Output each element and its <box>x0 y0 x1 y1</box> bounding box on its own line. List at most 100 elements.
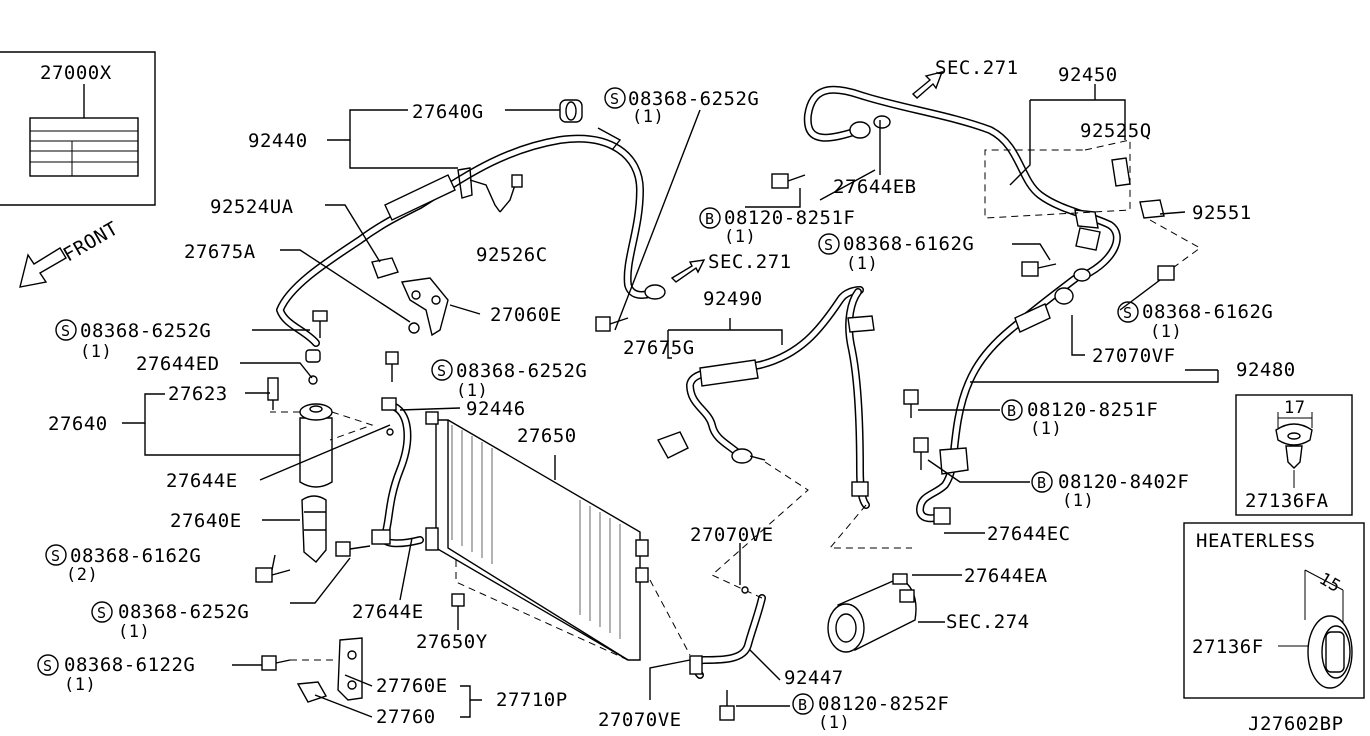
leader-lines <box>83 84 1219 718</box>
pipe-92447 <box>649 461 809 721</box>
part-label: 08120-8402F <box>1058 471 1189 493</box>
part-label: 08368-6162G <box>1142 301 1273 323</box>
sec271-mid-arrow <box>595 259 706 332</box>
b-marker: B <box>1037 474 1046 492</box>
callout-s-08368-6122G: S 08368-6122G (1) <box>37 654 195 695</box>
part-label: 27644E <box>166 470 238 492</box>
front-label: FRONT <box>60 217 123 266</box>
part-label: 27760 <box>376 706 436 728</box>
part-label: 92490 <box>703 288 763 310</box>
part-label: 27644EB <box>833 176 917 198</box>
part-label: 92526C <box>476 244 548 266</box>
quantity-label: (1) <box>456 381 488 401</box>
label-box-27000x: 27000X <box>0 51 156 206</box>
part-label: 27675A <box>184 241 256 263</box>
pipe-92450 <box>771 85 1201 281</box>
callout-b-08120-8402F: B 08120-8402F (1) <box>1031 471 1189 511</box>
quantity-label: (1) <box>1030 419 1062 439</box>
pipe-92440 <box>276 99 664 347</box>
part-label: 08368-6162G <box>843 233 974 255</box>
quantity-label: (1) <box>632 107 664 127</box>
quantity-label: (1) <box>64 675 96 695</box>
part-label: 92446 <box>466 398 526 420</box>
part-label: 27640G <box>412 101 484 123</box>
part-label: 27675G <box>623 337 695 359</box>
pipe-center <box>828 288 912 549</box>
quantity-label: (1) <box>118 622 150 642</box>
pipe-92480 <box>903 268 1091 525</box>
s-marker: S <box>51 547 60 565</box>
s-marker: S <box>43 657 52 675</box>
callout-s-08368-6252G-mid: S 08368-6252G (1) <box>431 359 587 401</box>
bracket-27060e <box>371 257 449 337</box>
callout-s-08368-6252G-left: S 08368-6252G (1) <box>55 319 211 362</box>
part-label: 08120-8251F <box>1027 399 1158 421</box>
part-label: 92450 <box>1058 64 1118 86</box>
quantity-label: (1) <box>1062 491 1094 511</box>
callout-s-08368-6162G-a: S 08368-6162G (1) <box>818 233 974 274</box>
s-marker: S <box>824 236 833 254</box>
part-label: 08368-6252G <box>628 88 759 110</box>
inset-heaterless: HEATERLESS 15 27136F <box>1183 522 1365 699</box>
callout-b-08120-8252F: B 08120-8252F (1) <box>792 693 949 733</box>
part-label: 92480 <box>1236 359 1296 381</box>
part-label: 92447 <box>784 667 844 689</box>
pipe-92446 <box>335 351 424 557</box>
part-label: 27640E <box>170 510 242 532</box>
heaterless-title: HEATERLESS <box>1196 530 1315 552</box>
receiver-drier-27640 <box>267 377 374 488</box>
part-label: 92440 <box>248 130 308 152</box>
b-marker: B <box>705 210 714 228</box>
inset-27136fa: 17 27136FA <box>1235 394 1353 516</box>
s-marker: S <box>61 322 70 340</box>
callout-b-08120-8251F-b: B 08120-8251F (1) <box>1001 399 1158 439</box>
quantity-label: (1) <box>818 713 850 733</box>
callout-s-08368-6162G-c: S 08368-6162G (2) <box>45 544 201 585</box>
part-label: 27760E <box>376 675 448 697</box>
part-label: 27060E <box>490 304 562 326</box>
part-label: 27070VF <box>1092 345 1176 367</box>
part-label: 27644E <box>352 601 424 623</box>
part-label: 92525Q <box>1080 120 1152 142</box>
part-label: 08120-8252F <box>818 693 949 715</box>
bolt-near-92440 <box>305 310 328 385</box>
clip-92526c <box>469 174 523 213</box>
part-label: 08368-6162G <box>70 545 201 567</box>
part-label: 27070VE <box>598 709 682 731</box>
dimension-17: 17 <box>1284 398 1305 418</box>
quantity-label: (1) <box>846 254 878 274</box>
part-label: 27136FA <box>1245 490 1329 512</box>
dimension-15: 15 <box>1316 569 1345 597</box>
section-ref: SEC.271 <box>708 251 792 273</box>
part-label: 27644EC <box>987 523 1071 545</box>
condenser-fins <box>451 425 621 639</box>
quantity-label: (1) <box>80 342 112 362</box>
compressor-sec274 <box>827 573 917 653</box>
part-label: 08368-6252G <box>456 360 587 382</box>
b-marker: B <box>1007 402 1016 420</box>
part-labels: 92440 27640G S 08368-6252G (1) SEC.271 9… <box>37 57 1344 735</box>
part-label: 27136F <box>1192 636 1264 658</box>
part-label: 27644EA <box>964 565 1048 587</box>
diagram-code: J27602BP <box>1248 713 1344 735</box>
condenser-27650 <box>425 411 649 661</box>
s-marker: S <box>610 90 619 108</box>
part-label: 27070VE <box>690 524 774 546</box>
b-marker: B <box>798 696 807 714</box>
part-label: 08368-6252G <box>118 601 249 623</box>
part-label: 27710P <box>496 689 568 711</box>
s-marker: S <box>437 362 446 380</box>
section-ref: SEC.274 <box>946 611 1030 633</box>
callout-s-08368-6252G-top: S 08368-6252G (1) <box>604 87 759 127</box>
part-label: 27640 <box>48 413 108 435</box>
part-label: 27644ED <box>136 353 220 375</box>
s-marker: S <box>97 604 106 622</box>
part-label: 27650 <box>517 425 577 447</box>
quantity-label: (2) <box>66 565 98 585</box>
part-label: 92551 <box>1192 202 1252 224</box>
section-ref: SEC.271 <box>935 57 1019 79</box>
front-arrow: FRONT <box>19 217 123 288</box>
quantity-label: (1) <box>724 227 756 247</box>
s-marker: S <box>1123 304 1132 322</box>
